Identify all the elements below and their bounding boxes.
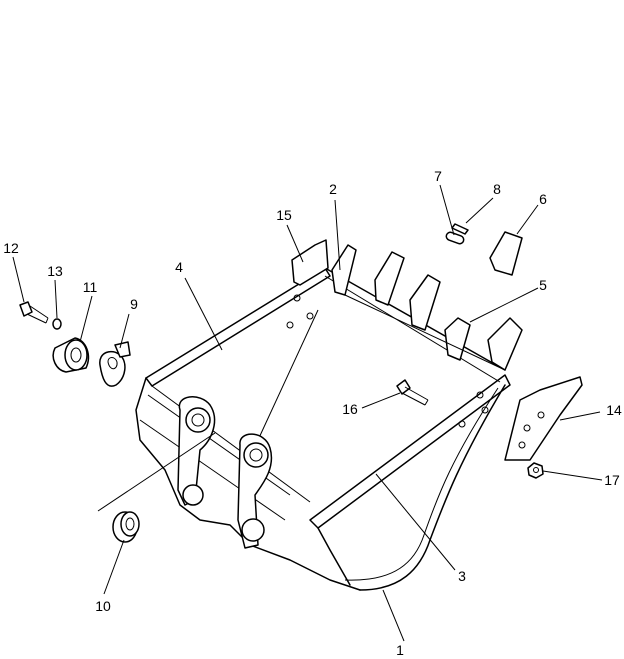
side-plate-part-15: [291, 239, 329, 286]
callout-8: 8: [493, 181, 501, 197]
tooth-part-6: [489, 231, 523, 276]
callout-17: 17: [604, 472, 620, 488]
callout-6: 6: [539, 191, 547, 207]
callout-5: 5: [539, 277, 547, 293]
callout-14: 14: [606, 402, 622, 418]
callout-4: 4: [175, 259, 183, 275]
callout-7: 7: [434, 168, 442, 184]
callout-2: 2: [329, 181, 337, 197]
callout-11: 11: [83, 279, 98, 295]
bolt-part-16: [396, 379, 429, 406]
lock-part-7: [445, 231, 465, 245]
callout-10: 10: [95, 598, 111, 614]
callout-1: 1: [396, 642, 404, 658]
collar-part-11: [52, 337, 90, 373]
callout-13: 13: [47, 263, 63, 279]
ring-part-9: [99, 341, 131, 387]
leader-lines: [12, 184, 603, 642]
side-cutter-part-14: [504, 376, 583, 461]
tooth-adapters: [331, 244, 523, 371]
callout-9: 9: [130, 296, 138, 312]
bushing-part-10: [112, 511, 140, 543]
nut-part-17: [527, 462, 544, 479]
bolt-part-12: [19, 301, 49, 324]
callout-3: 3: [458, 568, 466, 584]
washer-part-13: [52, 318, 62, 330]
callout-15: 15: [276, 207, 292, 223]
bucket-body: [135, 267, 511, 591]
callout-labels: 1 2 3 4 5 6 7 8 9 10 11 12 13 14 15 16 1…: [3, 168, 622, 658]
pin-part-8: [451, 223, 469, 235]
callout-12: 12: [3, 240, 19, 256]
callout-16: 16: [342, 401, 358, 417]
